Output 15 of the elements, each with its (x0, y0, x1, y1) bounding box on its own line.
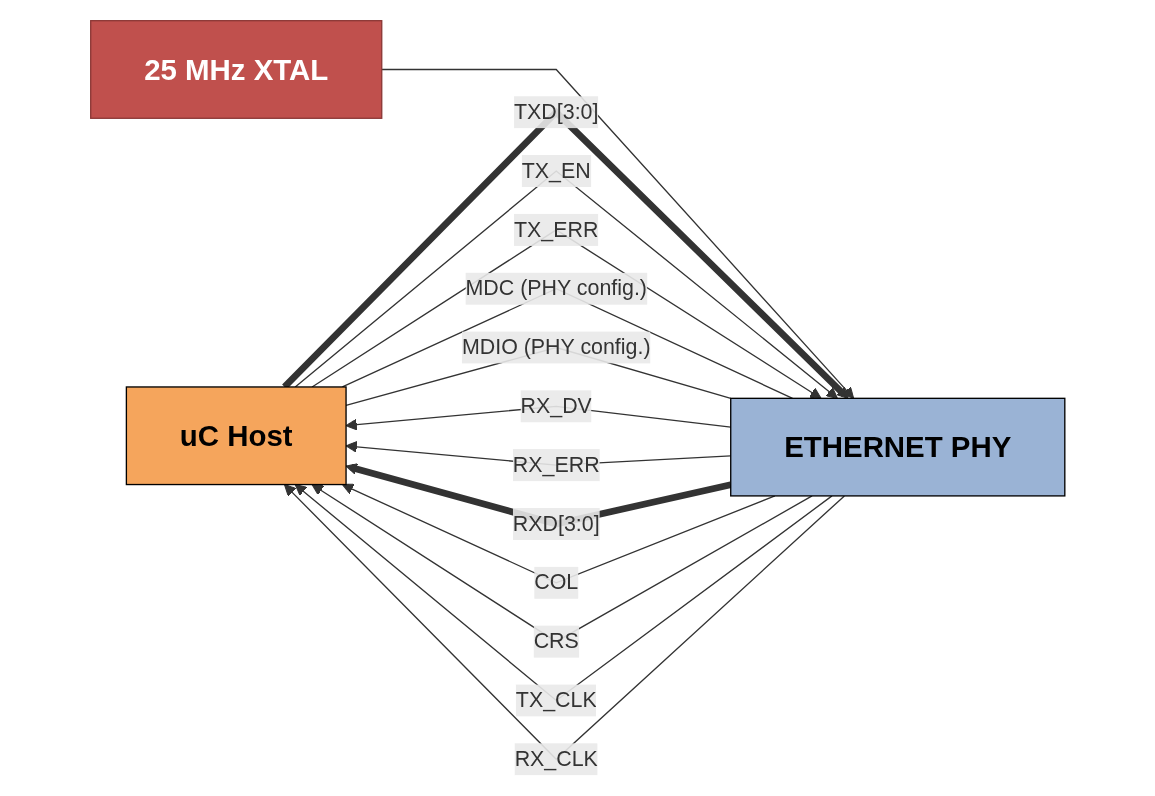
edge-label: TX_ERR (513, 217, 599, 241)
edge-label: TX_CLK (515, 688, 597, 712)
edge-label: TX_EN (521, 159, 591, 182)
edge-label: RXD[3:0] (512, 511, 600, 535)
edge-label: RX_ERR (512, 453, 600, 476)
node-box: ETHERNET PHY (729, 397, 1066, 497)
node-box: uC Host (125, 386, 347, 486)
edge-label: COL (533, 570, 578, 594)
edge-label: RX_CLK (514, 747, 598, 770)
edge-label: TXD[3:0] (513, 100, 599, 123)
edge-label: RX_DV (520, 394, 592, 418)
edge-label: MDIO (PHY config.) (461, 335, 651, 359)
edge-label: CRS (533, 629, 579, 653)
edge-label: MDC (PHY config.) (465, 276, 647, 300)
node-box: 25 MHz XTAL (89, 20, 383, 119)
